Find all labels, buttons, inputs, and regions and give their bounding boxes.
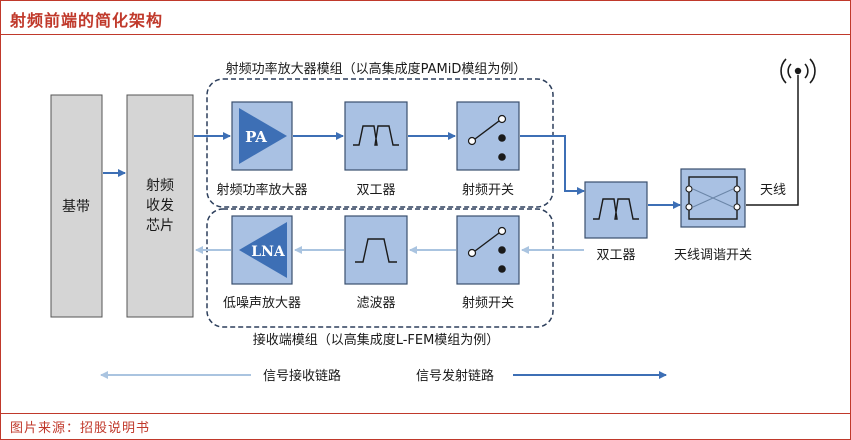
tx-arrow-switch-to-main-duplexer [520,135,585,195]
lfem-module-label: 接收端模组（以高集成度L-FEM模组为例） [253,332,500,348]
antenna-label: 天线 [760,183,786,198]
footer-divider [1,413,850,414]
figure-source: 图片来源：招股说明书 [10,421,151,436]
rx-switch-lever [474,232,500,252]
pamid-duplexer-caption: 双工器 [356,183,395,198]
pa-symbol: PA [245,128,267,146]
figure-title: 射频前端的简化架构 [10,11,164,30]
filter-block [344,215,408,285]
lna-caption: 低噪声放大器 [223,296,301,311]
bandpass-filter-icon [355,238,397,263]
tx-switch-contact-c [498,153,506,161]
tx-switch-pole [467,136,477,146]
main-duplexer-filter-icon [593,198,639,220]
transceiver-label-line3: 芯片 [146,218,174,234]
transceiver-label-line1: 射频 [146,178,174,194]
tx-switch-contact-b [498,134,506,142]
tx-switch-contact-a [497,114,507,124]
antenna-icon [780,58,816,84]
tuner-port-bl [685,203,693,211]
duplexer-filter-icon [353,125,399,146]
transceiver-label-line2: 收发 [146,198,174,214]
baseband-label: 基带 [62,198,90,215]
rx-switch-pole [467,248,477,258]
tuner-cross-line-b [692,188,734,208]
legend-transmit-label: 信号发射链路 [416,368,494,384]
transceiver-block [126,94,194,318]
pa-caption: 射频功率放大器 [216,182,307,198]
filter-caption: 滤波器 [356,296,395,311]
tuner-inner-frame [688,176,738,220]
main-duplexer-caption: 双工器 [596,248,635,263]
lfem-module-boundary [206,208,554,328]
rx-switch-caption: 射频开关 [462,295,514,311]
rf-frontend-diagram: 射频功率放大器模组（以高集成度PAMiD模组为例） 接收端模组（以高集成度L-F… [50,58,816,384]
baseband-block [50,94,103,318]
title-divider [1,34,850,35]
tuner-port-tl [685,185,693,193]
pa-amplifier-icon [239,108,287,164]
tx-switch-caption: 射频开关 [462,182,514,198]
antenna-tuner-caption: 天线调谐开关 [674,248,752,263]
rx-switch-contact-c [498,265,506,273]
legend-receive-label: 信号接收链路 [263,368,341,384]
tx-switch-lever [474,120,500,140]
rx-switch-contact-a [497,226,507,236]
rx-switch-contact-b [498,246,506,254]
pamid-module-label: 射频功率放大器模组（以高集成度PAMiD模组为例） [226,61,527,77]
lna-symbol: LNA [251,244,286,260]
rx-switch-block [456,215,520,285]
tx-switch-block [456,101,520,171]
antenna-feed-line [746,75,799,206]
tuner-port-tr [733,185,741,193]
lna-amplifier-icon [239,222,287,278]
pamid-module-boundary [206,78,554,208]
tuner-port-br [733,203,741,211]
